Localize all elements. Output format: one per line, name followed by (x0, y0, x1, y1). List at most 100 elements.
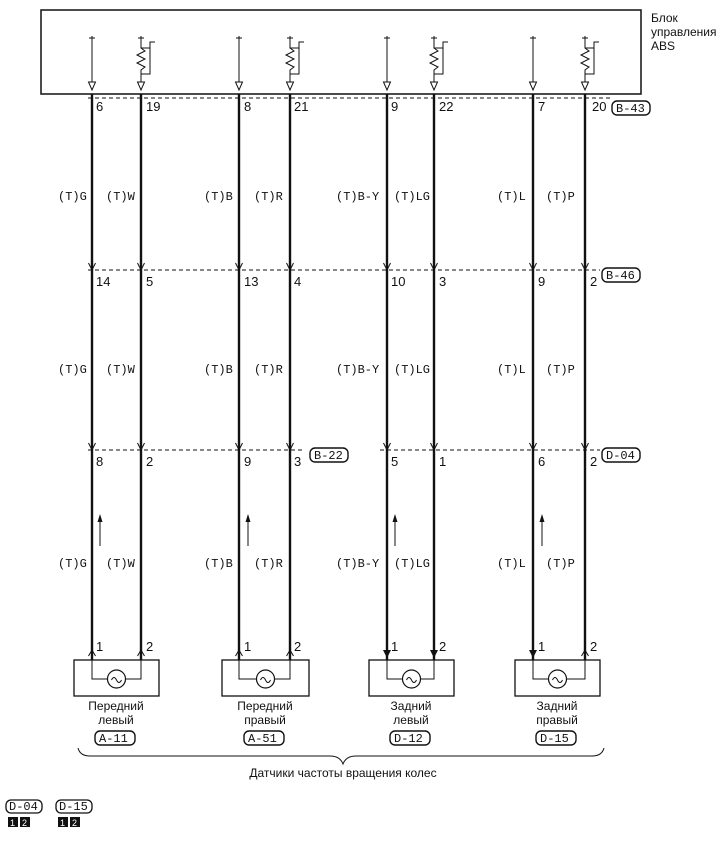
abs-unit-title-1: Блок (651, 11, 679, 25)
connector-badge-b46: B-46 (601, 267, 641, 283)
sensor-lead (274, 660, 291, 680)
legend-pin: 2 (22, 818, 27, 828)
pin-label: 1 (538, 639, 545, 654)
sensor-tilde (406, 677, 417, 683)
pin-label: 5 (146, 274, 153, 289)
connector-label: B-46 (606, 269, 635, 283)
sensor-lead (91, 660, 108, 680)
wire-color-label: (T)G (58, 363, 87, 377)
legend-pin: 1 (60, 818, 65, 828)
sensor-lead (420, 660, 435, 680)
wire-color-label: (T)L (497, 363, 526, 377)
pin-label: 2 (590, 639, 597, 654)
wire-color-label: (T)B-Y (336, 363, 379, 377)
legend-connector-label: D-15 (59, 800, 88, 814)
wire-color-label: (T)B (204, 557, 233, 571)
abs-unit-title-3: ABS (651, 39, 675, 53)
wire-arrow (88, 649, 96, 657)
pin-label: 3 (439, 274, 446, 289)
pin-label: 1 (391, 639, 398, 654)
wire-arrow (286, 649, 294, 657)
wire-color-label: (T)B (204, 363, 233, 377)
sensor-tilde (260, 677, 271, 683)
sensor-names: Передний левый Передний правый Задний ле… (88, 699, 577, 727)
connector-label: D-12 (394, 732, 423, 746)
sensor-box (514, 659, 601, 697)
wire-arrow (529, 442, 537, 452)
signal-direction-arrows (97, 514, 545, 546)
wire-color-label: (T)P (546, 363, 575, 377)
internal-terminal (89, 36, 95, 40)
wheel-speed-sensors (73, 659, 601, 697)
signal-arrow-head (97, 514, 103, 522)
wire-arrow (235, 649, 243, 657)
legend-pin: 1 (10, 818, 15, 828)
abs-unit-box (40, 9, 642, 95)
pin-label: 1 (96, 639, 103, 654)
pin-label: 20 (592, 99, 606, 114)
wire-color-label: (T)P (546, 190, 575, 204)
pin-numbers: 6 19 8 21 9 22 7 20 14 5 13 4 10 3 9 2 8… (96, 99, 606, 469)
wire-color-label: (T)LG (394, 190, 430, 204)
wire-color-label: (T)L (497, 557, 526, 571)
internal-diode (285, 81, 295, 92)
sensor-name-line1: Передний (237, 699, 292, 713)
sensor-name-line2: левый (393, 713, 428, 727)
sensor-box (73, 659, 160, 697)
wires (88, 94, 589, 660)
sensor-lead (386, 660, 403, 680)
pin-label: 13 (244, 274, 258, 289)
wire-arrow (383, 650, 391, 658)
pin-label: 14 (96, 274, 110, 289)
wire-color-label: (T)B-Y (336, 557, 379, 571)
connector-label: A-11 (99, 732, 128, 746)
pin-label: 2 (590, 274, 597, 289)
sensor-pin-labels: 1 2 1 2 1 2 1 2 (96, 639, 597, 654)
wire-arrow (286, 442, 294, 452)
internal-branch (593, 41, 599, 48)
pin-label: 9 (391, 99, 398, 114)
internal-diode (87, 81, 97, 92)
wire-color-label: (T)W (106, 190, 136, 204)
sensor-name-line1: Передний (88, 699, 143, 713)
wire-color-label: (T)R (254, 190, 283, 204)
wire-color-label: (T)G (58, 190, 87, 204)
sensor-lead (238, 660, 257, 680)
wire-color-label: (T)R (254, 557, 283, 571)
internal-branch (585, 47, 595, 75)
internal-diode (136, 81, 146, 92)
wire-color-labels: (T)G (T)W (T)B (T)R (T)B-Y (T)LG (T)L (T… (58, 190, 575, 571)
pin-label: 1 (439, 454, 446, 469)
pin-label: 10 (391, 274, 405, 289)
pin-label: 6 (538, 454, 545, 469)
pin-label: 6 (96, 99, 103, 114)
wire-color-label: (T)LG (394, 557, 430, 571)
internal-branch (434, 47, 444, 75)
internal-terminal (138, 36, 144, 40)
connector-badge-b22: B-22 (309, 447, 349, 463)
sensor-lead (532, 660, 549, 680)
pin-label: 9 (244, 454, 251, 469)
internal-terminal (431, 36, 437, 40)
wire-color-label: (T)G (58, 557, 87, 571)
sensor-lead (566, 660, 586, 680)
internal-diode (234, 81, 244, 92)
internal-resistor (284, 40, 296, 82)
pin-label: 2 (590, 454, 597, 469)
connector-legend: D-04 1 2 D-15 1 2 (5, 799, 93, 828)
wire-arrow (581, 649, 589, 657)
pin-label: 21 (294, 99, 308, 114)
internal-branch (442, 41, 448, 48)
pin-label: 7 (538, 99, 545, 114)
wire-color-label: (T)LG (394, 363, 430, 377)
internal-terminal (582, 36, 588, 40)
pin-label: 9 (538, 274, 545, 289)
wire-color-label: (T)R (254, 363, 283, 377)
pin-label: 8 (96, 454, 103, 469)
internal-branch (290, 47, 300, 75)
internal-diode (580, 81, 590, 92)
internal-diode (429, 81, 439, 92)
pin-label: 3 (294, 454, 301, 469)
internal-resistor (428, 40, 440, 82)
